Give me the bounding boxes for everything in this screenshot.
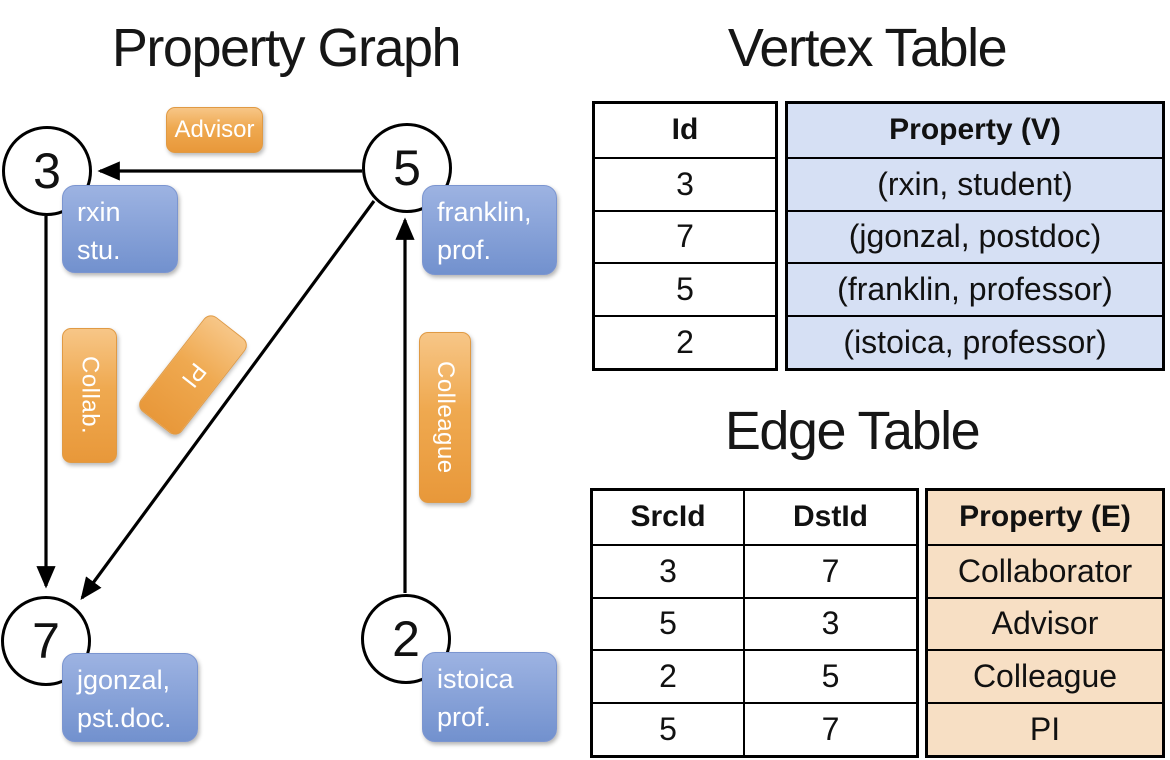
vertex-label-line1: rxin (77, 197, 121, 227)
edge-dstid-cell: 3 (743, 598, 916, 650)
edge-label-text: Advisor (174, 116, 255, 143)
vertex-id-cell: 5 (676, 271, 694, 308)
edge-property-cell: PI (928, 704, 1162, 755)
edge-property-cell: Colleague (928, 651, 1162, 703)
vertex-property-cell: (istoica, professor) (788, 317, 1162, 368)
vertex-label-istoica: istoica prof. (422, 652, 557, 742)
edge-table-property-column: Property (E) Collaborator Advisor Collea… (925, 488, 1165, 758)
vertex-table-id-column: Id 3 7 5 2 (592, 101, 778, 371)
vertex-property-header: Property (V) (788, 104, 1162, 157)
vertex-label-line1: jgonzal, (77, 665, 171, 695)
vertex-label-line2: prof. (437, 235, 492, 266)
edge-dstid-cell: 7 (743, 704, 916, 755)
vertex-id-cell: 2 (676, 324, 694, 361)
node-id-label: 7 (32, 613, 60, 669)
edge-arrow-5-to-7 (80, 200, 376, 601)
edge-dstid-header: DstId (743, 491, 916, 544)
vertex-label-jgonzal: jgonzal, pst.doc. (62, 653, 198, 742)
vertex-id-header: Id (671, 113, 699, 147)
graph-node-5: 5 (362, 123, 452, 213)
edge-table-id-columns: SrcId DstId 3 7 5 3 2 5 5 7 (590, 488, 919, 758)
vertex-property-cell: (franklin, professor) (788, 264, 1162, 316)
edge-srcid-cell: 5 (659, 605, 677, 642)
edge-property-header: Property (E) (928, 491, 1162, 544)
node-id-label: 3 (33, 143, 61, 199)
edge-srcid-cell: 3 (659, 552, 677, 589)
edge-property-cell: Advisor (928, 598, 1162, 650)
edge-label-colleague: Colleague (419, 332, 471, 503)
property-graph-title: Property Graph (111, 18, 462, 78)
vertex-label-franklin: franklin, prof. (422, 185, 557, 275)
vertex-table-title: Vertex Table (727, 18, 1008, 78)
vertex-label-line2: pst.doc. (77, 703, 172, 734)
edge-dstid-cell: 5 (743, 651, 916, 703)
edge-property-cell: Collaborator (928, 545, 1162, 597)
vertex-property-cell: (jgonzal, postdoc) (788, 211, 1162, 263)
edge-label-text: PI (175, 357, 212, 393)
edge-srcid-cell: 2 (659, 658, 677, 695)
edge-srcid-header: SrcId (630, 500, 706, 534)
edge-label-advisor: Advisor (166, 107, 263, 153)
vertex-label-line2: stu. (77, 235, 121, 266)
vertex-label-line2: prof. (437, 702, 492, 733)
vertex-table-property-column: Property (V) (rxin, student) (jgonzal, p… (785, 101, 1165, 371)
edge-label-text: Collab. (76, 356, 104, 435)
vertex-label-line1: istoica (437, 664, 514, 694)
edge-table-title: Edge Table (724, 401, 981, 461)
vertex-property-cell: (rxin, student) (788, 158, 1162, 210)
edge-label-text: Colleague (432, 361, 459, 474)
node-id-label: 5 (393, 140, 421, 196)
vertex-id-cell: 7 (676, 218, 694, 255)
node-id-label: 2 (392, 611, 420, 667)
edge-srcid-cell: 5 (659, 711, 677, 748)
edge-dstid-cell: 7 (743, 545, 916, 597)
vertex-label-line1: franklin, (437, 197, 532, 227)
vertex-id-cell: 3 (676, 165, 694, 202)
vertex-label-rxin: rxin stu. (62, 185, 178, 273)
edge-label-collab: Collab. (62, 328, 117, 463)
